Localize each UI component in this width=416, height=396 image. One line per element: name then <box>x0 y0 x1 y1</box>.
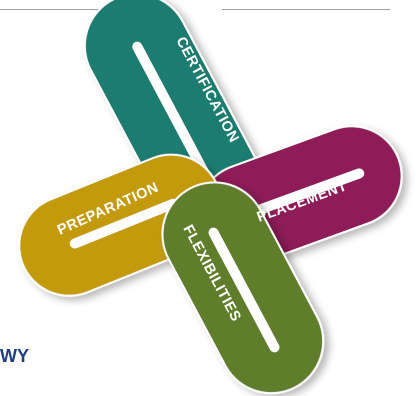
loop-preparation-hole <box>69 198 179 249</box>
loop-certification-hole <box>132 41 214 186</box>
partial-heading-text: WY <box>0 346 29 366</box>
loop-placement-hole <box>252 168 365 216</box>
top-rule-right <box>222 9 390 10</box>
loop-flexibilities-hole <box>208 227 280 353</box>
top-rule-left <box>0 9 100 10</box>
loop-flexibilities <box>161 181 325 395</box>
